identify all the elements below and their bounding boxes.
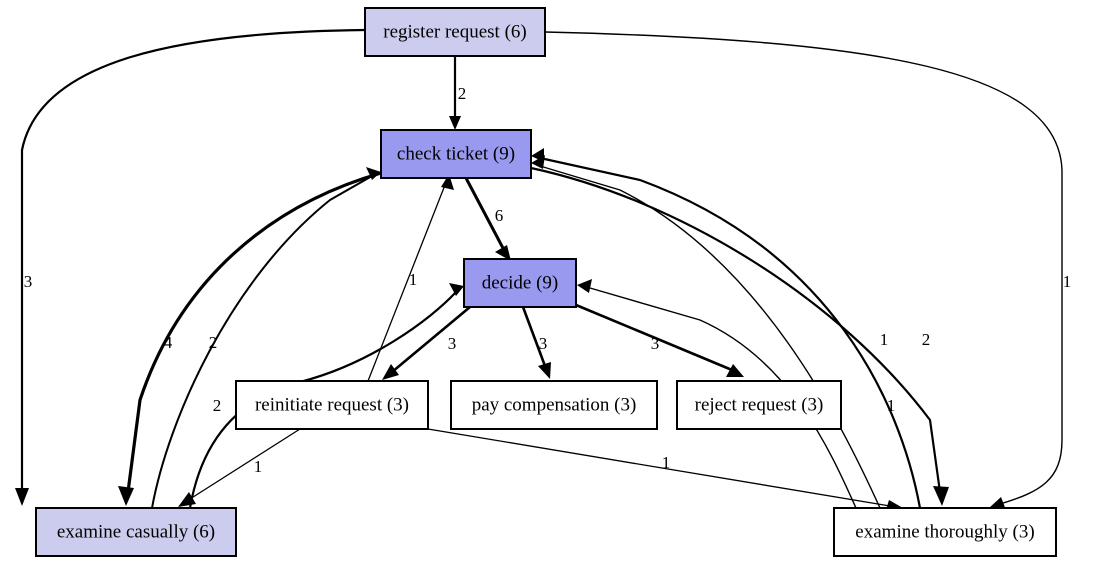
- arrow-head-icon: [118, 486, 134, 506]
- nodes-layer: register request (6) check ticket (9) deci…: [35, 7, 1057, 557]
- edge-line: [539, 165, 881, 509]
- arrow-head-icon: [989, 497, 1006, 510]
- node-reinitiate-request[interactable]: reinitiate request (3): [235, 380, 429, 430]
- node-label: examine thoroughly (3): [855, 521, 1034, 542]
- node-register-request[interactable]: register request (6): [364, 7, 546, 57]
- node-label: decide (9): [482, 272, 558, 293]
- edge-line: [391, 306, 471, 373]
- edge-line: [151, 175, 373, 509]
- edge-weight-label: 3: [539, 334, 548, 353]
- edge-line: [427, 428, 891, 507]
- node-box[interactable]: [833, 507, 1057, 557]
- arrow-head-icon: [531, 148, 544, 162]
- edge-line: [544, 31, 1063, 505]
- edge-weight-label: 1: [1063, 272, 1072, 291]
- arrow-head-icon: [441, 174, 454, 190]
- arrow-head-icon: [538, 362, 551, 379]
- arrow-head-icon: [726, 364, 744, 377]
- arrow-head-icon: [382, 364, 399, 380]
- arrow-head-icon: [449, 116, 461, 130]
- edge-weight-label: 6: [495, 206, 504, 225]
- arrow-head-icon: [933, 486, 949, 506]
- edge-line: [539, 156, 922, 509]
- edge-line: [367, 184, 446, 382]
- edge-line: [189, 428, 301, 500]
- edge-edge-reinitiate-check: [367, 174, 454, 382]
- arrow-head-icon: [178, 492, 196, 507]
- arrow-head-icon: [15, 488, 29, 506]
- edge-weight-label: 3: [651, 334, 660, 353]
- edge-weight-label: 1: [662, 453, 671, 472]
- node-examine-casually[interactable]: examine casually (6): [35, 507, 237, 557]
- node-label: register request (6): [383, 21, 527, 42]
- edge-edge-check-examine-casually: [118, 171, 382, 506]
- node-reject-request[interactable]: reject request (3): [676, 380, 842, 430]
- edge-edge-register-examine-thoroughly: [544, 31, 1063, 510]
- edge-line: [575, 303, 733, 372]
- node-check-ticket[interactable]: check ticket (9): [380, 129, 532, 179]
- edge-edge-examine-thoroughly-check-b: [531, 148, 922, 509]
- node-label: check ticket (9): [397, 143, 515, 164]
- node-examine-thoroughly[interactable]: examine thoroughly (3): [833, 507, 1057, 557]
- edge-weight-label: 2: [213, 396, 222, 415]
- arrow-head-icon: [577, 279, 592, 293]
- edge-line: [530, 166, 942, 493]
- edge-weight-label: 1: [254, 457, 263, 476]
- edge-weight-label: 1: [887, 396, 896, 415]
- edge-edge-decide-pay: [521, 306, 551, 379]
- edge-edge-reinitiate-examine-casually: [178, 428, 301, 507]
- edge-edge-check-examine-thoroughly: [530, 166, 949, 506]
- node-box[interactable]: [35, 507, 237, 557]
- node-box[interactable]: [450, 380, 658, 430]
- edge-line: [464, 177, 506, 251]
- node-box[interactable]: [676, 380, 842, 430]
- node-box[interactable]: [364, 7, 546, 57]
- edge-weight-label: 3: [24, 272, 33, 291]
- node-pay-compensation[interactable]: pay compensation (3): [450, 380, 658, 430]
- edge-weight-label: 2: [209, 333, 218, 352]
- edge-weight-label: 1: [409, 270, 418, 289]
- edge-edge-register-check: [449, 56, 461, 130]
- node-label: reinitiate request (3): [255, 394, 409, 415]
- edge-weight-label: 1: [880, 330, 889, 349]
- arrow-head-icon: [366, 167, 381, 180]
- edge-line: [521, 306, 547, 367]
- edge-line: [20, 28, 366, 494]
- edge-edge-examine-casually-check: [151, 167, 381, 509]
- node-box[interactable]: [235, 380, 429, 430]
- arrow-head-icon: [495, 245, 511, 261]
- node-box[interactable]: [380, 129, 532, 179]
- node-label: pay compensation (3): [472, 394, 637, 415]
- edge-weight-label: 2: [922, 330, 931, 349]
- edge-weight-label: 2: [458, 84, 467, 103]
- edge-edge-decide-reinitiate: [382, 306, 471, 380]
- edge-edge-decide-reject: [575, 303, 744, 377]
- edge-labels-layer: 2 3 1 6 4 2 2 1 3 3 3 1 1 1 2 1: [24, 84, 1072, 476]
- node-label: examine casually (6): [57, 521, 215, 542]
- edge-edge-check-decide: [464, 177, 511, 261]
- edge-weight-label: 4: [164, 333, 173, 352]
- node-box[interactable]: [463, 258, 577, 308]
- arrow-head-icon: [449, 283, 464, 296]
- edge-weight-label: 3: [448, 334, 457, 353]
- node-label: reject request (3): [695, 394, 824, 415]
- node-decide[interactable]: decide (9): [463, 258, 577, 308]
- edge-line: [126, 171, 382, 493]
- edge-edge-register-examine-casually: [15, 28, 366, 506]
